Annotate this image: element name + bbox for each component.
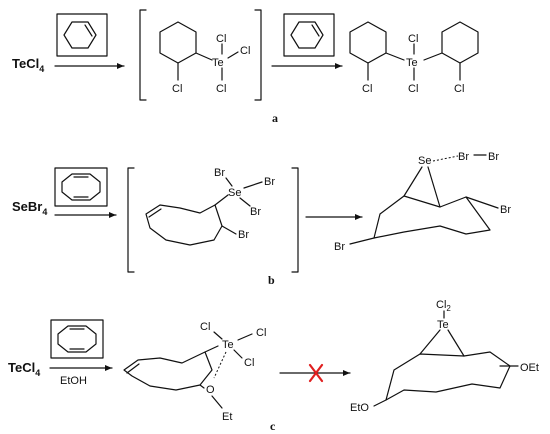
product-eto-left-c: EtO xyxy=(350,402,369,414)
reagent-box-cyclohexene-a2 xyxy=(283,13,335,57)
product-te-c: Te xyxy=(437,319,449,331)
bond-te-cl-right-c xyxy=(237,333,253,341)
bond-ring-te-a xyxy=(195,52,213,61)
cyclohexene-ring-a xyxy=(63,21,97,49)
reagent-tecl4-a: TeCl4 xyxy=(12,56,44,74)
panel-label-c: c xyxy=(270,419,276,433)
product-te-a: Te xyxy=(406,57,418,69)
product-ring-left-a xyxy=(349,21,387,64)
bond-ring-te-c xyxy=(204,345,219,353)
product-oet-right-c: OEt xyxy=(520,362,539,374)
product-bond-br-left-b xyxy=(349,237,375,245)
bond-ring-se-b xyxy=(214,194,229,206)
product-dash-se-br-b xyxy=(432,155,459,162)
cyclohexene-ring-a2 xyxy=(290,21,324,49)
reagent-box-cod-c xyxy=(50,319,104,359)
panel-b: SeBr4 Se Br Br Br Br Se Br Br Br xyxy=(12,151,511,287)
product-br-left-b: Br xyxy=(334,241,345,253)
reagent-tecl4-c: TeCl4 xyxy=(8,360,40,378)
product-cl2-c: Cl2 xyxy=(436,299,451,313)
reagent-box-cyclohexene-a xyxy=(56,13,108,57)
product-ring-right-a xyxy=(441,21,479,64)
intermediate-double-bond-c xyxy=(126,363,140,374)
cyclohexene-double-bond-a xyxy=(84,24,93,37)
cod-ring-b xyxy=(61,173,101,201)
intermediate-et-c: Et xyxy=(222,411,232,423)
intermediate-cl-left-c: Cl xyxy=(200,321,210,333)
bond-te-cl-right-a xyxy=(227,51,239,59)
product-se-b: Se xyxy=(418,155,431,167)
intermediate-double-bond-b xyxy=(148,208,162,218)
product-br-chain-2-b: Br xyxy=(488,151,499,163)
product-bridge-right-b xyxy=(427,166,441,208)
panel-a: TeCl4 Cl Te Cl Cl Cl Te Cl xyxy=(12,9,479,125)
product-cl-top-a: Cl xyxy=(408,33,418,45)
product-bridge-right-c xyxy=(447,329,465,357)
bond-te-right-a xyxy=(423,52,443,61)
reagent-sebr4-b: SeBr4 xyxy=(12,199,47,217)
intermediate-br-bottom-b: Br xyxy=(250,206,261,218)
panel-label-b: b xyxy=(268,273,275,287)
intermediate-br-ring-b: Br xyxy=(238,229,249,241)
intermediate-ring-a xyxy=(159,21,197,64)
intermediate-te-c: Te xyxy=(222,339,234,351)
intermediate-se-b: Se xyxy=(228,187,241,199)
product-cl-right-ring-a: Cl xyxy=(454,83,464,95)
bond-o-et-c xyxy=(211,395,223,409)
bond-left-te-a xyxy=(385,52,405,61)
bond-se-br-top-b xyxy=(225,177,233,187)
intermediate-br-top-b: Br xyxy=(214,167,225,179)
product-cl-bottom-a: Cl xyxy=(408,83,418,95)
product-bridge-left-c xyxy=(419,329,441,355)
intermediate-cl-ring-a: Cl xyxy=(172,83,182,95)
bracket-left-a xyxy=(139,9,147,101)
bond-se-br-right-b xyxy=(243,181,263,189)
intermediate-o-c: O xyxy=(206,384,215,396)
product-bridge-left-b xyxy=(403,166,423,197)
bond-te-cl-left-c xyxy=(213,331,223,340)
bracket-right-b xyxy=(291,167,299,273)
bond-ring-br-b xyxy=(221,225,237,235)
panel-c: TeCl4 EtOH Te Cl Cl Cl O Et Cl2 Te xyxy=(8,299,539,433)
bracket-left-b xyxy=(127,167,135,273)
product-cage-c xyxy=(385,351,511,401)
intermediate-cl-bottom-a: Cl xyxy=(216,83,226,95)
panel-label-a: a xyxy=(272,111,278,125)
intermediate-cl-top-a: Cl xyxy=(216,33,226,45)
cross-mark-line-2 xyxy=(308,363,324,383)
bracket-right-a xyxy=(254,9,262,101)
intermediate-br-right-b: Br xyxy=(264,176,275,188)
bond-ring-o-c xyxy=(199,384,205,389)
product-bond-eto-left-c xyxy=(373,399,387,407)
intermediate-cl-right-c: Cl xyxy=(256,327,266,339)
product-bond-br-right-b xyxy=(465,196,499,209)
bond-se-br-bottom-b xyxy=(239,197,251,207)
intermediate-cl-right-a: Cl xyxy=(240,45,250,57)
intermediate-te-a: Te xyxy=(212,57,224,69)
product-cage-b xyxy=(373,195,491,239)
product-br-right-b: Br xyxy=(500,204,511,216)
dash-te-o-c xyxy=(213,351,227,379)
reagent-box-cod-b xyxy=(54,167,108,207)
product-cl-left-ring-a: Cl xyxy=(362,83,372,95)
bond-te-cl-bottom-c xyxy=(233,349,243,359)
cyclohexene-double-bond-a2 xyxy=(311,24,320,37)
condition-etoh-c: EtOH xyxy=(60,375,87,387)
intermediate-ring-c xyxy=(123,351,213,391)
intermediate-cl-bottom-c: Cl xyxy=(244,357,254,369)
cod-ring-c xyxy=(57,325,97,353)
product-br-chain-1-b: Br xyxy=(458,151,469,163)
